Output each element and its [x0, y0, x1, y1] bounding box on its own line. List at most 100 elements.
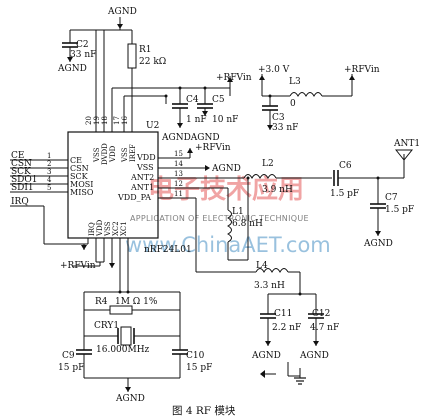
agnd-c12-label: AGND: [299, 351, 329, 361]
chip-part: nRF24L01: [144, 245, 192, 255]
chip-bottom-pins: IRQ VDD VSS XC2 XC1 +RFVin: [60, 219, 129, 292]
antenna: ANT1: [393, 139, 420, 178]
c5-ref: C5: [212, 95, 225, 105]
c10-ref: C10: [186, 351, 205, 361]
net-sck: SCK: [11, 167, 31, 177]
r1-resistor: R1 22 kΩ: [127, 30, 166, 132]
top-agnd-net: AGND: [95, 7, 137, 132]
rfvin-mid: +RFVin: [187, 143, 231, 158]
c7-value: 1.5 pF: [385, 205, 414, 215]
pin-3-num: 3: [47, 168, 51, 176]
pin-16-num: 16: [121, 116, 129, 125]
r1-ref: R1: [139, 45, 152, 55]
c9-value: 15 pF: [58, 363, 84, 373]
l2-inductor: L2 3.9 nH: [243, 159, 332, 195]
c6-ref: C6: [339, 161, 352, 171]
pin-12-num: 12: [174, 180, 183, 188]
l2-value: 3.9 nH: [262, 185, 293, 195]
rfvin-upper: +RFVin: [178, 73, 252, 96]
agnd-pin14-label: AGND: [211, 164, 241, 174]
pin-13-name: ANT2: [130, 173, 154, 182]
pin-5-name: MISO: [70, 188, 94, 197]
agnd-crystal-label: AGND: [115, 394, 145, 404]
l4-inductor: L4 3.3 nH: [254, 261, 301, 294]
agnd-c7-label: AGND: [363, 239, 393, 249]
l3-value: 0: [290, 99, 296, 109]
pin-16-name: IREF: [129, 144, 137, 162]
chip-u2: U2 nRF24L01 20 19 18 17 16 VSS DVDD VDD …: [10, 116, 256, 292]
pin-xc1-name: XC1: [120, 221, 128, 236]
pin-20-num: 20: [85, 116, 93, 125]
l1-ref: L1: [232, 207, 244, 217]
net-ce: CE: [11, 151, 24, 161]
rfvin-upper-label: +RFVin: [216, 73, 252, 83]
rfvin-mid-label: +RFVin: [195, 143, 231, 153]
chip-ref: U2: [146, 121, 159, 131]
c9-ref: C9: [62, 351, 75, 361]
pin-1-name: CE: [70, 156, 82, 165]
pin-15-name: VDD: [136, 153, 156, 162]
c6-value: 1.5 pF: [330, 189, 359, 199]
net-sdi1: SDI1: [11, 183, 34, 193]
net-csn: CSN: [11, 159, 32, 169]
net-sdo1: SDO1: [11, 175, 38, 185]
cry1-ref: CRY1: [94, 321, 119, 331]
agnd-c11-label: AGND: [251, 351, 281, 361]
l3-ref: L3: [289, 77, 301, 87]
l1-value: 6.8 nH: [232, 219, 263, 229]
pin-17-name: VSS: [121, 147, 129, 163]
c2-ref: C2: [76, 40, 89, 50]
chip-left-pins: CE CSN SCK SDO1 SDI1 1 2 3 4 5 CE CSN SC…: [10, 151, 94, 245]
c7-ref: C7: [385, 193, 398, 203]
ground-symbol: [260, 362, 306, 385]
c6-capacitor: C6 1.5 pF: [330, 161, 404, 199]
c3-ref: C3: [272, 113, 285, 123]
c12-ref: C12: [312, 309, 330, 319]
c12-value: 4.7 nF: [310, 323, 339, 333]
pin-14-name: VSS: [136, 163, 154, 172]
c7-capacitor: C7 1.5 pF AGND: [363, 178, 414, 249]
c4-capacitor: C4 1 nF: [172, 88, 207, 128]
c5-capacitor: C5 10 nF AGNDAGND: [161, 88, 238, 143]
pin-14-num: 14: [174, 160, 183, 168]
pin-xc2-name: XC2: [112, 221, 120, 236]
chip-right-pins: VDD VSS ANT2 ANT1 VDD_PA 15 14 13 12 11 …: [117, 150, 256, 273]
r4-ref: R4: [95, 297, 108, 307]
pin-vdd-bottom-name: VDD: [96, 219, 104, 237]
c11-c12-caps: C11 2.2 nF AGND C12 4.7 nF AGND: [251, 292, 339, 361]
pin-19-name: DVDD: [101, 143, 109, 165]
pin-1-num: 1: [47, 152, 51, 160]
rfvin-top-right-label: +RFVin: [344, 65, 380, 75]
chip-top-pins: 20 19 18 17 16 VSS DVDD VDD VSS IREF: [85, 116, 137, 165]
supply-filter: +3.0 V C3 33 nF L3 0 +RFVin: [258, 65, 380, 133]
c4-ref: C4: [186, 95, 199, 105]
agnd-top-label: AGND: [107, 7, 137, 17]
top-pins-wiring: [111, 87, 230, 132]
agnd-pair-label: AGNDAGND: [161, 133, 220, 143]
pin-vss-bottom-name: VSS: [104, 221, 112, 237]
c10-value: 15 pF: [186, 363, 212, 373]
l1-inductor: L1 6.8 nH: [226, 176, 263, 261]
r1-value: 22 kΩ: [139, 57, 166, 67]
pin-13-num: 13: [174, 170, 183, 178]
pin-19-num: 19: [93, 116, 101, 125]
pin-3-name: SCK: [70, 172, 89, 181]
pin-2-name: CSN: [70, 164, 89, 173]
figure-caption: 图 4 RF 模块: [172, 405, 236, 417]
net-irq: IRQ: [11, 197, 29, 207]
c2-value: 33 nF: [70, 50, 96, 60]
pin-18-name: VDD: [109, 145, 117, 163]
c2-gnd-label: AGND: [57, 64, 87, 74]
pin-17-num: 17: [113, 116, 121, 125]
l4-ref: L4: [256, 261, 268, 271]
c4-value: 1 nF: [186, 115, 207, 125]
watermark-en: APPLICATION OF ELECTRONIC TECHNIQUE: [130, 214, 309, 223]
pin-11-num: 11: [174, 190, 183, 198]
pin-18-num: 18: [101, 116, 109, 125]
pin-12-name: ANT1: [130, 183, 154, 192]
pin-irq-name: IRQ: [88, 222, 96, 236]
c2-capacitor: C2 33 nF AGND: [57, 29, 96, 74]
l2-ref: L2: [262, 159, 274, 169]
pin-15-num: 15: [174, 150, 183, 158]
